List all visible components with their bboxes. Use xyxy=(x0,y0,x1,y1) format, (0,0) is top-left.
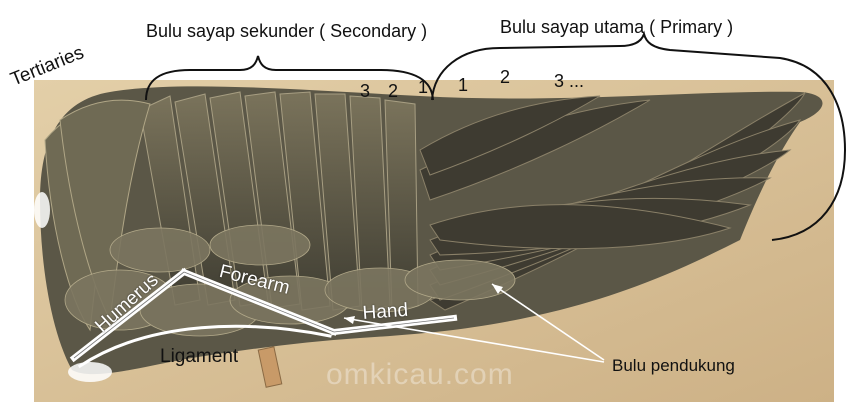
primary-feathers-label: Bulu sayap utama ( Primary ) xyxy=(500,17,734,37)
primary-feathers xyxy=(419,91,807,311)
secondary-feathers-label: Bulu sayap sekunder ( Secondary ) xyxy=(146,21,428,41)
secondary-number-2: 2 xyxy=(388,81,399,101)
watermark: omkicau.com xyxy=(326,358,514,391)
secondary-number-3: 3 xyxy=(360,81,371,101)
secondary-number-1: 1 xyxy=(418,77,429,97)
covert-arrows xyxy=(343,283,605,363)
primary-number-1: 1 xyxy=(458,75,469,95)
covert-feathers xyxy=(64,224,516,337)
primary-number-2: 2 xyxy=(500,67,511,87)
ligament-label: Ligament xyxy=(160,346,239,367)
bone-outlines xyxy=(73,271,455,359)
arrowheads xyxy=(344,284,503,324)
down-fluff xyxy=(34,192,112,382)
primary-number-3: 3 ... xyxy=(554,71,585,91)
ligament-curve xyxy=(77,324,332,369)
covert-feathers-label: Bulu pendukung xyxy=(612,356,735,375)
specimen-tag xyxy=(257,346,283,388)
secondary-bracket xyxy=(145,55,434,101)
hand-label: Hand xyxy=(361,299,409,324)
primary-bracket xyxy=(431,30,847,241)
